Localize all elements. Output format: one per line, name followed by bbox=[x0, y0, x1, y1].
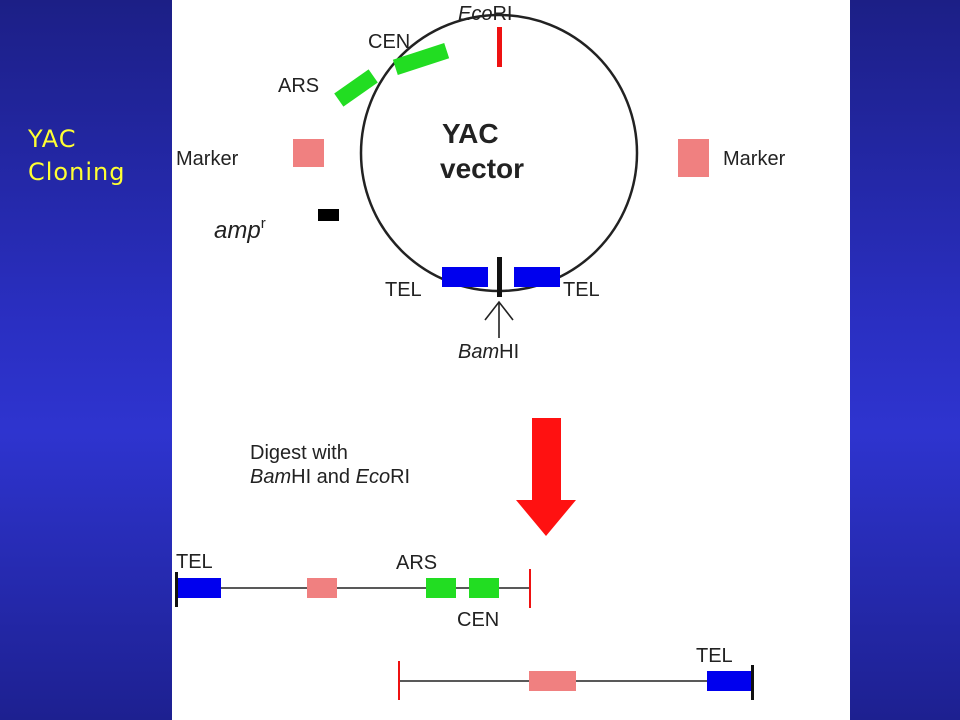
fragment-1-ecori-end bbox=[529, 569, 531, 608]
slide-title-line-1: YAC bbox=[28, 125, 77, 153]
vector-title-line-2: vector bbox=[440, 153, 524, 184]
tel-right-element bbox=[514, 267, 560, 287]
fragment-1-marker bbox=[307, 578, 337, 598]
ampr-label: ampr bbox=[214, 215, 266, 244]
ars-label: ARS bbox=[278, 75, 319, 97]
fragment-2-bamhi-end bbox=[751, 665, 754, 700]
linear-fragment-2: TEL bbox=[398, 645, 754, 700]
yac-diagram-svg: EcoRI CEN ARS Marker Marker ampr YAC vec… bbox=[175, 3, 786, 700]
fragment-2-tel bbox=[707, 671, 751, 691]
bamhi-pointer-arrow bbox=[484, 300, 514, 338]
slide-title: YAC Cloning bbox=[28, 123, 125, 188]
fragment-1-bamhi-end bbox=[175, 572, 178, 607]
ecori-site-mark bbox=[497, 27, 502, 67]
ars-element bbox=[334, 69, 378, 107]
tel-left-element bbox=[442, 267, 488, 287]
yac-diagram-figure: EcoRI CEN ARS Marker Marker ampr YAC vec… bbox=[172, 0, 850, 720]
fragment-1-cen bbox=[469, 578, 499, 598]
fragment-1-ars-label: ARS bbox=[396, 552, 437, 574]
fragment-1-tel-label: TEL bbox=[176, 551, 213, 573]
digest-text-line-1: Digest with bbox=[250, 442, 348, 464]
digest-text-line-2: BamHI and EcoRI bbox=[250, 466, 410, 488]
marker-left bbox=[293, 139, 324, 167]
fragment-1-tel bbox=[178, 578, 221, 598]
fragment-2-ecori-end bbox=[398, 661, 400, 700]
fragment-1-cen-label: CEN bbox=[457, 609, 499, 631]
cen-element bbox=[392, 43, 450, 75]
tel-left-label: TEL bbox=[385, 279, 422, 301]
marker-left-label: Marker bbox=[176, 148, 239, 170]
slide-title-line-2: Cloning bbox=[28, 157, 126, 186]
marker-right-label: Marker bbox=[723, 148, 786, 170]
ecori-label: EcoRI bbox=[458, 3, 512, 25]
linear-fragment-1: TEL ARS CEN bbox=[175, 551, 531, 631]
bamhi-label: BamHI bbox=[458, 341, 519, 363]
marker-right bbox=[678, 139, 709, 177]
digest-down-arrow bbox=[516, 418, 576, 536]
cen-label: CEN bbox=[368, 31, 410, 53]
fragment-2-tel-label: TEL bbox=[696, 645, 733, 667]
ampr-marker bbox=[318, 209, 339, 221]
fragment-2-marker bbox=[529, 671, 576, 691]
fragment-1-ars bbox=[426, 578, 456, 598]
bamhi-site-mark bbox=[497, 257, 502, 297]
vector-title-line-1: YAC bbox=[442, 118, 499, 149]
tel-right-label: TEL bbox=[563, 279, 600, 301]
